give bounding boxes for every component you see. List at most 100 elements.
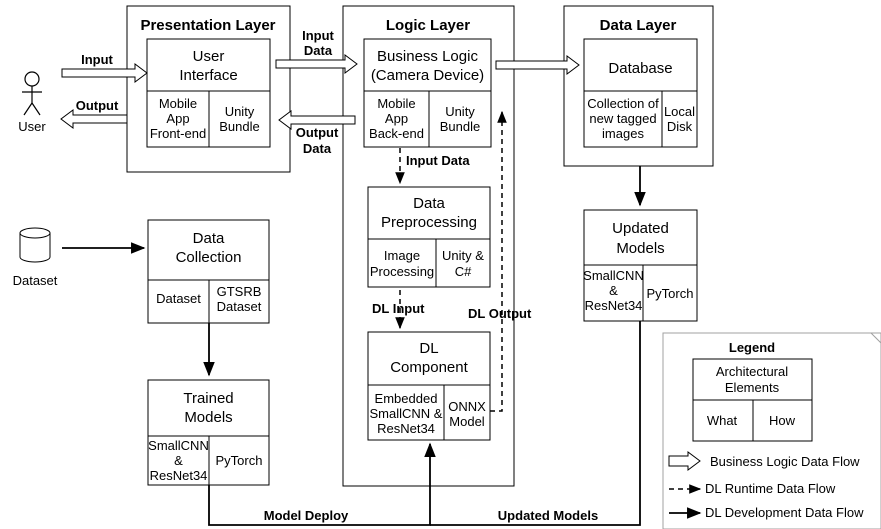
user-interface-how: Bundle (219, 119, 259, 134)
business-logic-what: App (385, 111, 408, 126)
input-data-top-label-1: Input (302, 28, 334, 43)
business-logic-title: (Camera Device) (371, 67, 484, 84)
legend-element-title-2: Elements (725, 380, 780, 395)
user-interface-title: User (193, 48, 225, 65)
legend-element-title-1: Architectural (716, 364, 788, 379)
updated-models-title: Models (616, 240, 664, 257)
output-data-arrow (278, 110, 356, 130)
legend-hollow-arrow (668, 451, 701, 471)
user-interface-what: Mobile (159, 96, 197, 111)
data-preprocessing-title: Preprocessing (381, 214, 477, 231)
output-data-label-2: Data (303, 141, 332, 156)
legend-what: What (707, 413, 738, 428)
legend-item-solid-label: DL Development Data Flow (705, 505, 864, 520)
dataset-icon (19, 227, 51, 263)
data-collection-title: Data (193, 230, 225, 247)
dl-component-how: ONNX (448, 399, 486, 414)
database-arrow (495, 55, 580, 75)
database-title: Database (608, 60, 672, 77)
user-interface-how: Unity (225, 104, 255, 119)
dl-component-how: Model (449, 414, 485, 429)
user-actor (22, 71, 42, 116)
data-preprocessing-title: Data (413, 195, 445, 212)
model-deploy-arrow (208, 442, 436, 526)
business-logic-what: Mobile (377, 96, 415, 111)
input-data-mid-label: Input Data (406, 153, 470, 168)
legend-title: Legend (729, 340, 775, 355)
database-what: images (602, 126, 644, 141)
data-preprocessing-box (367, 186, 491, 288)
data-collection-how: Dataset (217, 299, 262, 314)
dashed-arrows (395, 110, 507, 412)
database-what: new tagged (589, 111, 656, 126)
data-preprocessing-what: Processing (370, 264, 434, 279)
updated-models-label: Updated Models (498, 508, 598, 523)
dataset-label: Dataset (13, 273, 58, 288)
trained-models-title: Trained (183, 390, 233, 407)
data-preprocessing-how: C# (455, 264, 472, 279)
dl-output-dashed-arrow (490, 110, 507, 412)
database-what: Collection of (587, 96, 659, 111)
database-how: Disk (667, 119, 693, 134)
legend: Legend Architectural Elements What How B… (662, 332, 881, 529)
trained-models-how: PyTorch (216, 453, 263, 468)
data-collection-what: Dataset (156, 291, 201, 306)
trained-models-what: ResNet34 (150, 468, 208, 483)
output-arrow (60, 109, 128, 129)
dl-component-what: ResNet34 (377, 421, 435, 436)
updated-models-title: Updated (612, 220, 669, 237)
data-collection-how: GTSRB (217, 284, 262, 299)
input-arrow (61, 63, 148, 83)
dl-input-label: DL Input (372, 301, 425, 316)
dl-output-label: DL Output (468, 306, 532, 321)
user-interface-what: App (166, 111, 189, 126)
hollow-arrows (60, 54, 580, 130)
updated-models-what: SmallCNN (583, 268, 644, 283)
business-logic-how: Unity (445, 104, 475, 119)
dl-component-title: DL (419, 340, 438, 357)
user-interface-what: Front-end (150, 126, 206, 141)
updated-models-what: & (609, 283, 618, 298)
presentation-layer-title: Presentation Layer (140, 17, 275, 34)
input-label: Input (81, 52, 113, 67)
trained-models-what: & (174, 453, 183, 468)
business-logic-how: Bundle (440, 119, 480, 134)
database-box (583, 38, 698, 148)
legend-how: How (769, 413, 796, 428)
input-data-arrow (275, 54, 358, 74)
business-logic-title: Business Logic (377, 48, 478, 65)
updated-models-line (430, 321, 641, 526)
dl-component-box (367, 331, 491, 441)
trained-models-title: Models (184, 409, 232, 426)
data-preprocessing-what: Image (384, 248, 420, 263)
dl-component-what: Embedded (375, 391, 438, 406)
logic-layer-title: Logic Layer (386, 17, 470, 34)
updated-models-how: PyTorch (647, 286, 694, 301)
legend-item-dashed-label: DL Runtime Data Flow (705, 481, 836, 496)
database-how: Local (664, 104, 695, 119)
components: UserInterfaceMobileAppFront-endUnityBund… (146, 38, 698, 486)
user-label: User (18, 119, 46, 134)
dl-component-what: SmallCNN & (370, 406, 443, 421)
solid-arrows (62, 166, 646, 526)
updated-models-what: ResNet34 (585, 298, 643, 313)
business-logic-component: Business Logic (Camera Device) MobileAppBa… (363, 38, 492, 148)
legend-item-hollow-label: Business Logic Data Flow (710, 454, 860, 469)
output-data-label-1: Output (296, 125, 339, 140)
user-interface-title: Interface (179, 67, 237, 84)
dl-component-title: Component (390, 359, 468, 376)
trained-models-what: SmallCNN (148, 438, 209, 453)
business-logic-box (363, 38, 492, 148)
data-collection-title: Collection (176, 249, 242, 266)
input-data-top-label-2: Data (304, 43, 333, 58)
data-layer-title: Data Layer (600, 17, 677, 34)
output-label: Output (76, 98, 119, 113)
business-logic-what: Back-end (369, 126, 424, 141)
